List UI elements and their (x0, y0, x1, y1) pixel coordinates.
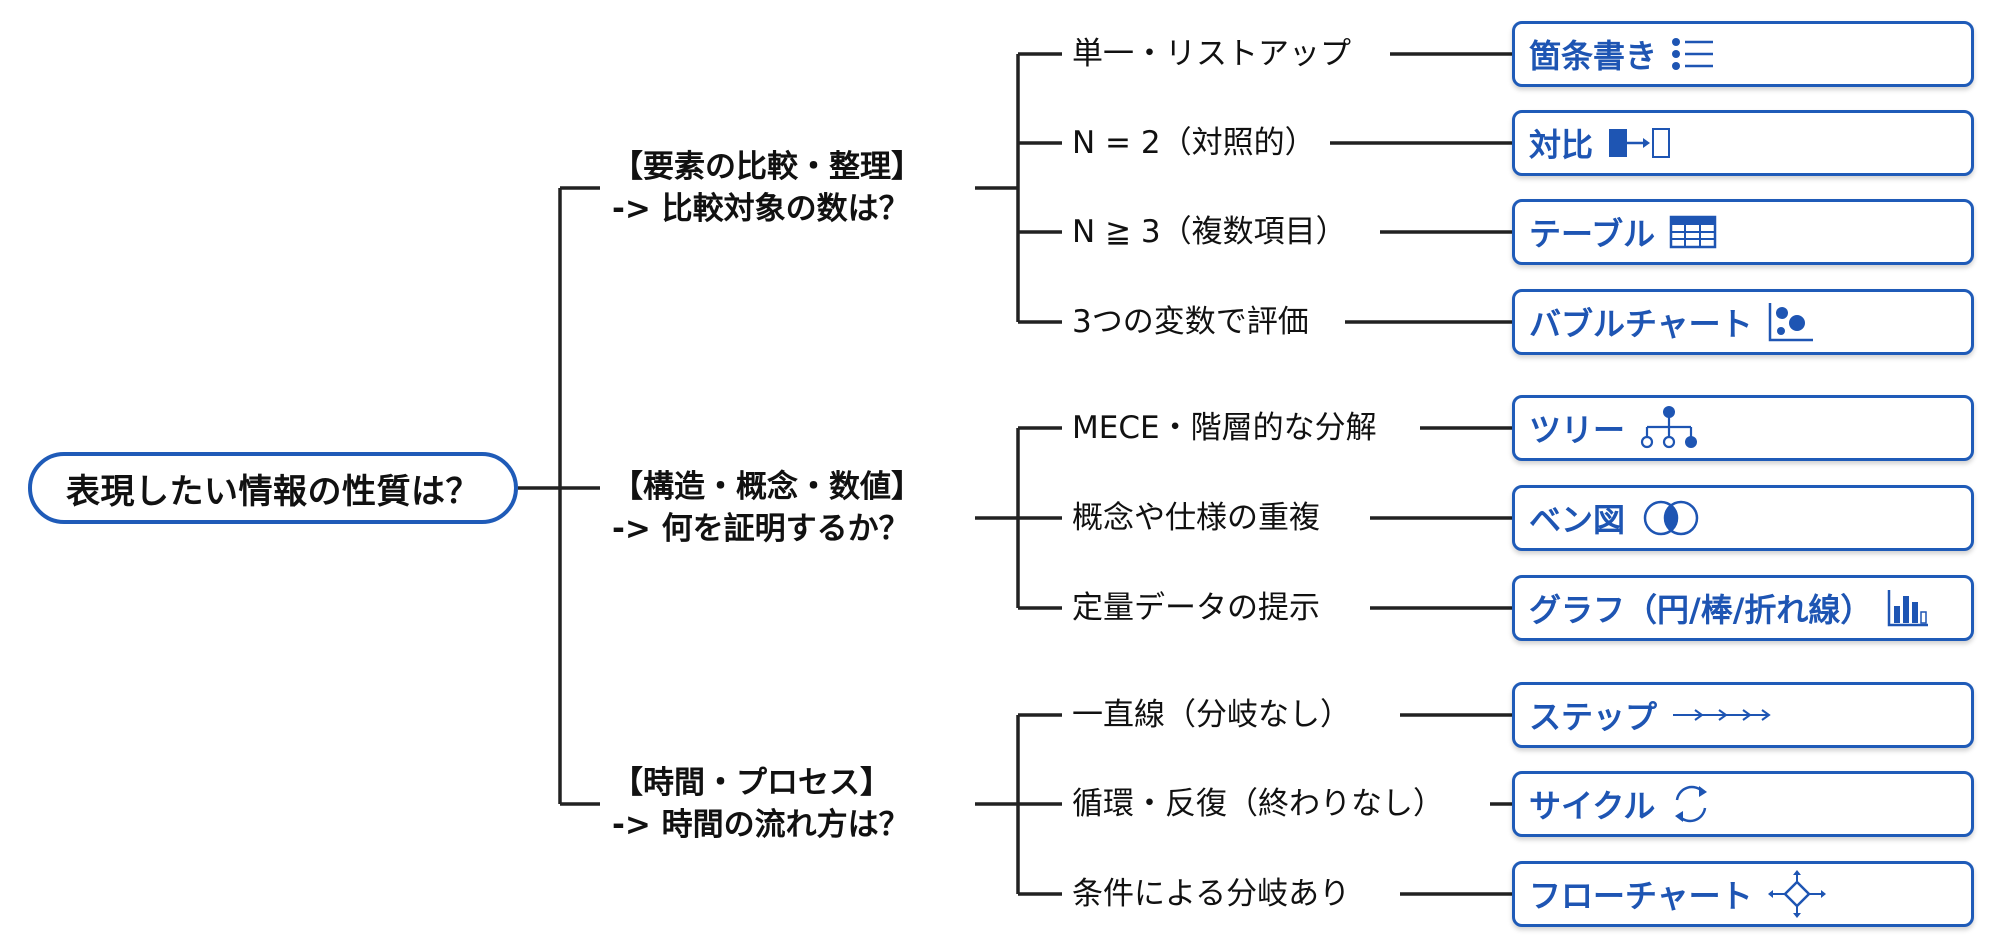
option-label: 循環・反復（終わりなし） (1072, 779, 1450, 829)
option-label: N ≧ 3（複数項目） (1072, 207, 1353, 257)
root-question-node: 表現したい情報の性質は？ (28, 452, 518, 524)
result-label: ステップ (1529, 698, 1658, 736)
bullet-list-icon (1671, 36, 1715, 72)
bubble-chart-icon (1767, 301, 1815, 343)
result-venn: ベン図 (1512, 485, 1974, 551)
result-steps: ステップ (1512, 682, 1974, 748)
category-structure: 【構造・概念・数値】 -> 何を証明するか？ (612, 466, 972, 550)
category-title: 【時間・プロセス】 (612, 765, 891, 801)
result-label: グラフ（円/棒/折れ線） (1529, 591, 1873, 629)
result-label: 対比 (1529, 126, 1594, 164)
compare-arrow-icon (1607, 125, 1671, 161)
result-contrast: 対比 (1512, 110, 1974, 176)
option-label: 概念や仕様の重複 (1072, 493, 1326, 543)
category-question: -> 比較対象の数は？ (612, 191, 910, 227)
option-label: MECE・階層的な分解 (1072, 403, 1383, 453)
result-cycle: サイクル (1512, 771, 1974, 837)
result-label: バブルチャート (1529, 305, 1753, 343)
option-label: 3つの変数で評価 (1072, 297, 1315, 347)
result-graph: グラフ（円/棒/折れ線） (1512, 575, 1974, 641)
result-label: 箇条書き (1529, 37, 1658, 75)
category-comparison: 【要素の比較・整理】 -> 比較対象の数は？ (612, 146, 972, 230)
option-label: 一直線（分岐なし） (1072, 690, 1357, 740)
flowchart-icon (1767, 869, 1827, 919)
result-label: テーブル (1529, 215, 1656, 253)
cycle-icon (1669, 782, 1713, 826)
result-label: ツリー (1529, 411, 1626, 449)
category-title: 【要素の比較・整理】 (612, 149, 922, 185)
result-bullet-list: 箇条書き (1512, 21, 1974, 87)
category-time-process: 【時間・プロセス】 -> 時間の流れ方は？ (612, 762, 972, 846)
table-icon (1669, 214, 1717, 250)
option-label: N = 2（対照的） (1072, 118, 1322, 168)
option-label: 定量データの提示 (1072, 583, 1326, 633)
option-label: 単一・リストアップ (1072, 29, 1357, 79)
result-table: テーブル (1512, 199, 1974, 265)
result-bubble-chart: バブルチャート (1512, 289, 1974, 355)
option-label: 条件による分岐あり (1072, 869, 1357, 919)
bar-chart-icon (1886, 588, 1930, 628)
result-label: フローチャート (1529, 877, 1753, 915)
category-question: -> 時間の流れ方は？ (612, 807, 910, 843)
root-question-label: 表現したい情報の性質は？ (66, 471, 480, 512)
tree-icon (1639, 405, 1699, 451)
result-flowchart: フローチャート (1512, 861, 1974, 927)
result-label: ベン図 (1529, 501, 1626, 539)
category-title: 【構造・概念・数値】 (612, 469, 922, 505)
arrows-icon (1671, 705, 1771, 725)
venn-icon (1639, 498, 1703, 538)
result-label: サイクル (1529, 787, 1656, 825)
category-question: -> 何を証明するか？ (612, 511, 910, 547)
result-tree: ツリー (1512, 395, 1974, 461)
